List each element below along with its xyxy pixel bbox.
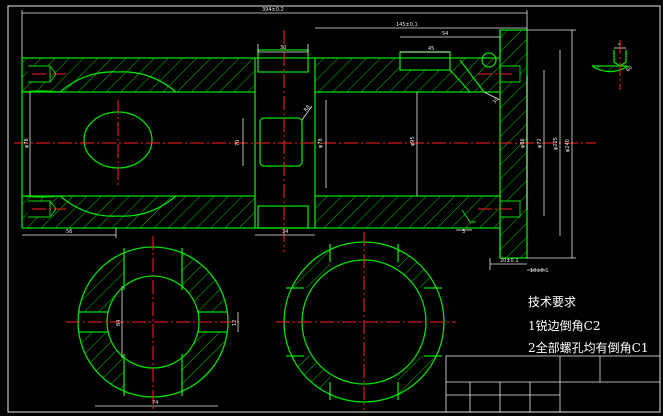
dim-inner-length: 145±0.1 xyxy=(396,22,418,28)
notes-line2: 2全部螺孔均有倒角C1 xyxy=(528,340,648,355)
dim-large-diameter: φ86 xyxy=(520,138,526,148)
dim-bore-diameter: φ95 xyxy=(410,136,416,146)
section-dim-width: 74 xyxy=(152,400,158,406)
dim-small-3: 3 xyxy=(462,229,465,235)
dim-angle: 30 xyxy=(492,96,501,105)
section-view-left: 84 74 12 xyxy=(66,236,240,410)
main-section-view xyxy=(21,29,528,259)
dim-small-diameter: φ78 xyxy=(318,138,324,148)
dim-window-height: 70 xyxy=(235,140,241,146)
dim-side-diameter: φ78 xyxy=(24,138,30,148)
dim-overall-length: 394±0.2 xyxy=(262,7,284,13)
main-dimensions: 394±0.2 145±0.1 30 54 45 56 70 φ78 34 φ7… xyxy=(21,7,576,274)
dim-offset-54: 54 xyxy=(442,31,448,37)
main-centerlines xyxy=(14,30,596,252)
section-dim-depth: 12 xyxy=(232,320,238,326)
dim-flange-a: φ72 xyxy=(537,138,543,148)
notes-title: 技术要求 xyxy=(528,295,576,309)
dim-offset-45: 45 xyxy=(428,46,434,52)
dim-flange-c: φ240 xyxy=(565,139,571,152)
dim-bottom-a: 20±0.1 xyxy=(500,258,519,264)
dim-flange-b: φ225 xyxy=(553,137,559,150)
dim-slot-width: 30 xyxy=(280,45,286,51)
detail-angle: 60 xyxy=(625,65,634,74)
detail-view: 4 60 xyxy=(591,40,634,90)
dim-bottom-b: 10±0.1 xyxy=(530,268,549,274)
section-dim-height: 84 xyxy=(116,320,122,326)
notes-line1: 1锐边倒角C2 xyxy=(528,319,600,333)
title-block xyxy=(445,355,661,413)
dim-left-offset: 56 xyxy=(66,229,72,235)
dim-window-bottom: 34 xyxy=(282,229,288,235)
section-view-right xyxy=(276,232,456,410)
technical-notes: 技术要求 1锐边倒角C2 2全部螺孔均有倒角C1 xyxy=(528,295,648,355)
dim-chamfer-r: R8 xyxy=(303,104,312,113)
drawing-frame xyxy=(7,5,661,413)
